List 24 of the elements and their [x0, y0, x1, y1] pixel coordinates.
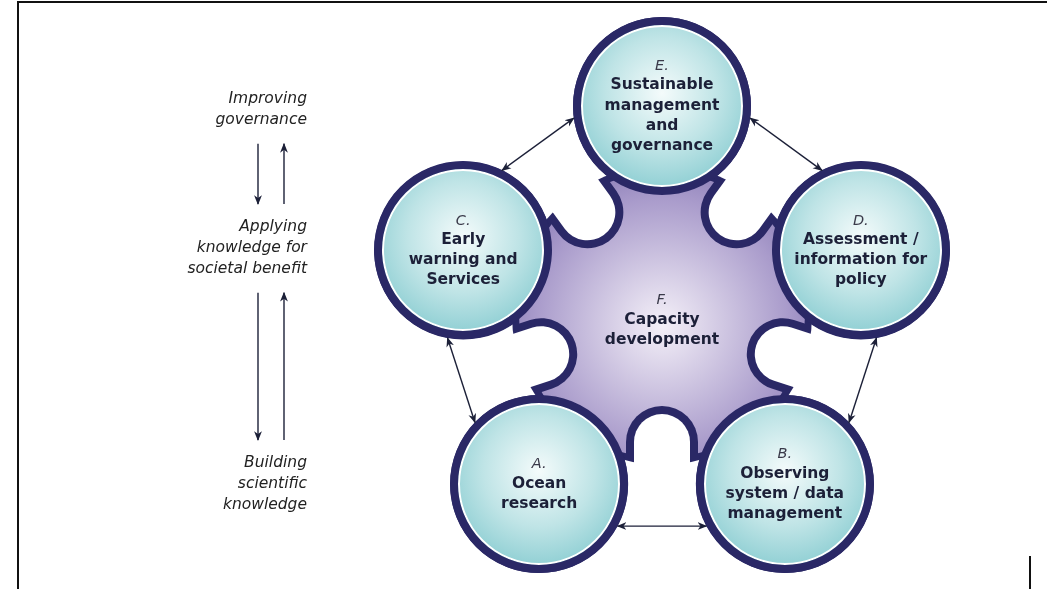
- letter-label: F.: [655, 291, 669, 309]
- node-label: Ocean research: [500, 472, 579, 513]
- arrow: [254, 292, 262, 441]
- level-label: Building scientific knowledge: [207, 452, 307, 515]
- arrow: [848, 337, 878, 424]
- letter-label: C.: [454, 211, 472, 229]
- arrow: [446, 337, 476, 424]
- arrow: [749, 117, 823, 171]
- letter-label: A.: [530, 455, 548, 473]
- node-label: Sustainable management and governance: [603, 74, 721, 155]
- node-label: Early warning and Services: [407, 228, 519, 290]
- letter-label: B.: [776, 445, 794, 463]
- letter-label: D.: [851, 211, 870, 229]
- arrow: [616, 522, 708, 530]
- letter-label: E.: [654, 57, 670, 75]
- arrow: [501, 117, 575, 171]
- level-label: Improving governance: [187, 88, 307, 130]
- node-label: Capacity development: [603, 308, 721, 349]
- arrow: [280, 142, 288, 205]
- node-label: Observing system / data management: [724, 462, 846, 523]
- level-label: Applying knowledge for societal benefit: [187, 216, 307, 279]
- arrow: [254, 143, 262, 205]
- arrow: [280, 291, 288, 441]
- node-label: Assessment / information for policy: [793, 228, 929, 290]
